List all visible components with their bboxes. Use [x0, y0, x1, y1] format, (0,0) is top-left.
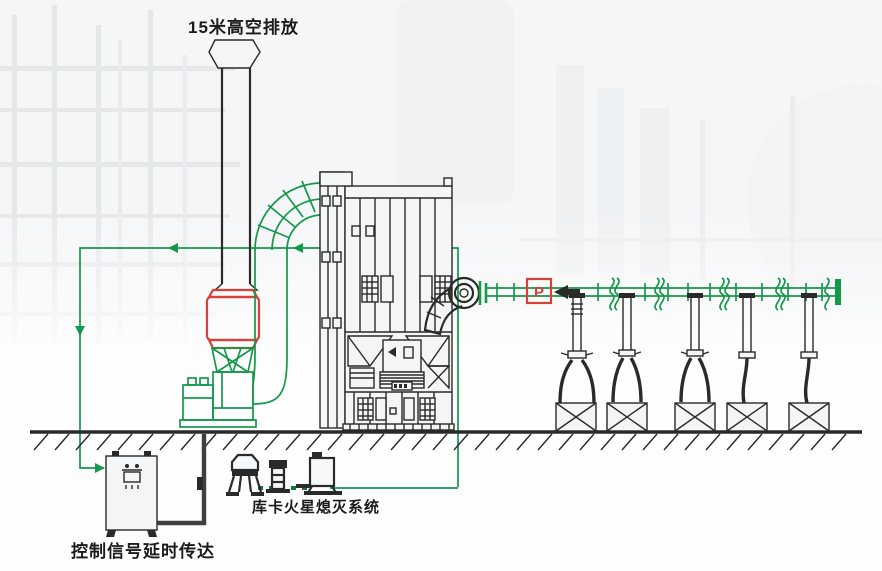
mid-grilles [361, 275, 452, 303]
extinguisher-control-box [296, 452, 342, 495]
duct-segment-ticks [257, 180, 316, 239]
suction-hood-stations [555, 293, 830, 432]
exhaust-stack-15m [208, 39, 261, 291]
extinguisher-tank [226, 453, 264, 496]
spark-system-label: 库卡火星熄灭系统 [252, 498, 380, 516]
spark-detector-box: P [525, 277, 553, 305]
signal-conduit [157, 434, 207, 526]
hood-station [606, 293, 648, 432]
stack-label: 15米高空排放 [188, 17, 299, 37]
panel-seams [327, 186, 436, 428]
cabinet-emblem [122, 464, 142, 489]
signal-arrow-left-1 [168, 243, 178, 253]
hood-station [788, 293, 830, 432]
stack-cap [208, 39, 261, 69]
detector-letter: P [534, 284, 544, 301]
duct-break-symbols [609, 277, 830, 311]
induced-draft-fan [423, 276, 488, 336]
hood-station [674, 293, 716, 432]
flow-arrow [554, 285, 580, 299]
clean-air-duct-elbow [251, 180, 336, 405]
access-doors [321, 195, 375, 329]
signal-arrow-down [75, 326, 85, 336]
signal-arrow-into-cabinet [95, 463, 105, 473]
airlock-arrow [388, 347, 396, 357]
signal-arrow-left-2 [293, 243, 303, 253]
ground-hatching [30, 430, 862, 451]
hopper-zone [345, 331, 452, 393]
extinguisher-valve-stand [266, 460, 290, 493]
duct-end-cap [835, 279, 841, 305]
control-cabinet-label: 控制信号延时传达 [71, 541, 215, 561]
support-level [342, 381, 455, 431]
main-suction-duct: P [486, 277, 841, 311]
baghouse-dust-collector [319, 171, 455, 431]
hood-station [726, 293, 768, 432]
hood-station [555, 293, 597, 432]
spark-extinguisher-units [226, 452, 458, 496]
green-exhaust-fan-unit [179, 347, 257, 428]
conduit-handle [197, 477, 203, 490]
control-cabinet [105, 434, 207, 537]
